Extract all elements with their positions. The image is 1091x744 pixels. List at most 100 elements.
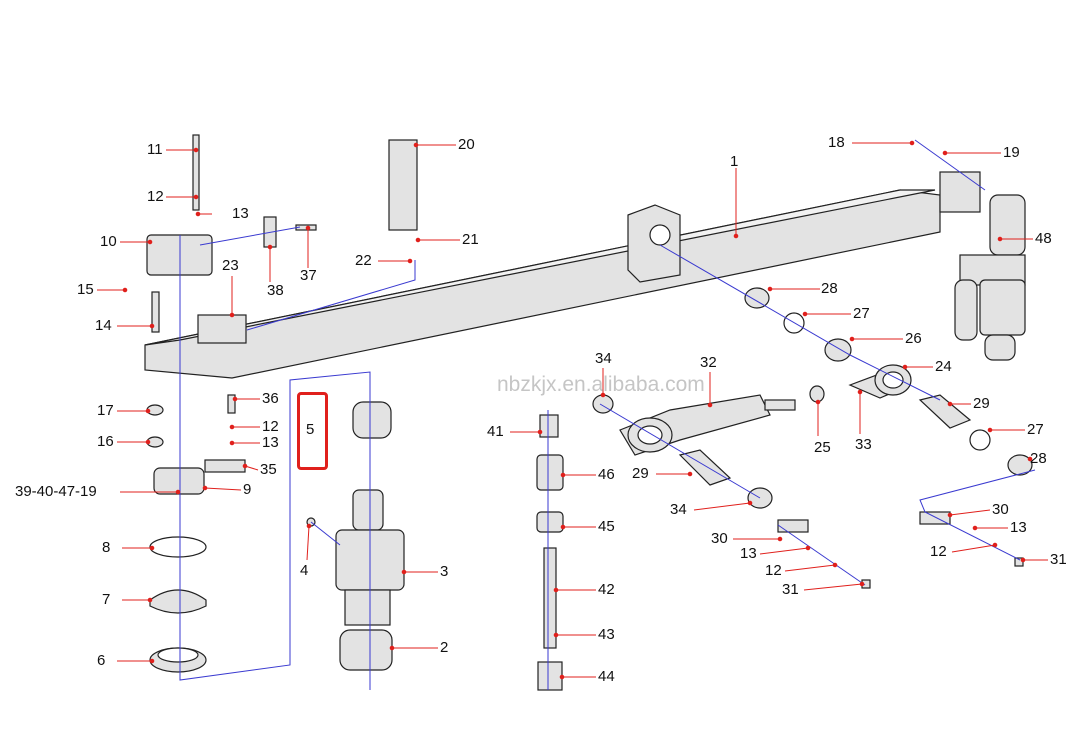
leader-line-31 xyxy=(803,583,863,591)
part-label-31: 31 xyxy=(782,581,799,598)
leader-dot xyxy=(997,236,1003,242)
leader-dot xyxy=(305,225,311,231)
leader-dot xyxy=(193,194,199,200)
part-label-27: 27 xyxy=(1027,421,1044,438)
leader-dot xyxy=(777,536,783,542)
leader-dot xyxy=(413,142,419,148)
part-label-30: 30 xyxy=(992,501,1009,518)
leader-line-4 xyxy=(306,525,310,561)
leader-dot xyxy=(987,427,993,433)
part-label-5: 5 xyxy=(306,421,315,438)
leader-line-9 xyxy=(204,487,242,491)
part-label-23: 23 xyxy=(222,257,239,274)
part-label-35: 35 xyxy=(260,461,277,478)
leader-line-12 xyxy=(951,544,996,553)
watermark: nbzkjx.en.alibaba.com xyxy=(497,373,705,396)
part-label-12: 12 xyxy=(930,543,947,560)
leader-dot xyxy=(193,147,199,153)
leader-dot xyxy=(537,429,543,435)
part-label-38: 38 xyxy=(267,282,284,299)
leader-dot xyxy=(202,485,208,491)
leader-dot xyxy=(600,392,606,398)
leader-dot xyxy=(232,396,238,402)
leader-dot xyxy=(147,239,153,245)
part-label-44: 44 xyxy=(598,668,615,685)
part-label-10: 10 xyxy=(100,233,117,250)
part-label-25: 25 xyxy=(814,439,831,456)
part-label-21: 21 xyxy=(462,231,479,248)
leader-dot xyxy=(195,211,201,217)
leader-dot xyxy=(229,312,235,318)
leader-dot xyxy=(175,489,181,495)
leader-dot xyxy=(849,336,855,342)
part-label-18: 18 xyxy=(828,134,845,151)
leader-dot xyxy=(947,401,953,407)
leader-dot xyxy=(859,581,865,587)
leader-dot xyxy=(145,439,151,445)
leader-dot xyxy=(767,286,773,292)
part-label-13: 13 xyxy=(740,545,757,562)
part-label-16: 16 xyxy=(97,433,114,450)
leader-line-12 xyxy=(784,564,836,572)
part-label-31: 31 xyxy=(1050,551,1067,568)
leader-dot xyxy=(149,323,155,329)
leader-dot xyxy=(902,364,908,370)
part-label-12: 12 xyxy=(262,418,279,435)
part-label-24: 24 xyxy=(935,358,952,375)
leader-dot xyxy=(306,523,312,529)
leader-dot xyxy=(122,287,128,293)
part-label-41: 41 xyxy=(487,423,504,440)
leader-dot xyxy=(229,424,235,430)
leader-line-30 xyxy=(949,509,991,516)
leader-dot xyxy=(242,463,248,469)
part-label-2: 2 xyxy=(440,639,449,656)
part-label-48: 48 xyxy=(1035,230,1052,247)
leader-dot xyxy=(802,311,808,317)
leader-dot xyxy=(415,237,421,243)
part-label-37: 37 xyxy=(300,267,317,284)
part-label-4: 4 xyxy=(300,562,309,579)
part-label-46: 46 xyxy=(598,466,615,483)
part-label-6: 6 xyxy=(97,652,106,669)
leader-dot xyxy=(149,545,155,551)
leader-dot xyxy=(1020,557,1026,563)
part-label-12: 12 xyxy=(765,562,782,579)
highlight-box-part-5: 5 xyxy=(297,392,328,470)
leader-line-34 xyxy=(693,502,751,511)
leader-dot xyxy=(947,512,953,518)
leader-dot xyxy=(687,471,693,477)
leader-dot xyxy=(401,569,407,575)
leader-dot xyxy=(832,562,838,568)
leader-dot xyxy=(707,402,713,408)
part-label-12: 12 xyxy=(147,188,164,205)
block-23 xyxy=(197,314,247,344)
part-label-39-40-47-19: 39-40-47-19 xyxy=(15,483,97,500)
leader-dot xyxy=(1027,456,1033,462)
part-label-36: 36 xyxy=(262,390,279,407)
part-label-13: 13 xyxy=(1010,519,1027,536)
leader-dot xyxy=(147,597,153,603)
part-label-32: 32 xyxy=(700,354,717,371)
part-label-9: 9 xyxy=(243,481,252,498)
beam-top xyxy=(144,189,936,346)
leader-dot xyxy=(267,244,273,250)
leader-dot xyxy=(145,408,151,414)
leader-dot xyxy=(560,524,566,530)
part-label-13: 13 xyxy=(232,205,249,222)
leader-dot xyxy=(560,472,566,478)
part-label-17: 17 xyxy=(97,402,114,419)
part-label-13: 13 xyxy=(262,434,279,451)
leader-dot xyxy=(909,140,915,146)
leader-dot xyxy=(992,542,998,548)
part-label-20: 20 xyxy=(458,136,475,153)
part-label-34: 34 xyxy=(670,501,687,518)
leader-dot xyxy=(805,545,811,551)
part-label-14: 14 xyxy=(95,317,112,334)
part-label-29: 29 xyxy=(973,395,990,412)
leader-dot xyxy=(733,233,739,239)
part-label-1: 1 xyxy=(730,153,739,170)
part-label-28: 28 xyxy=(1030,450,1047,467)
leader-dot xyxy=(747,500,753,506)
